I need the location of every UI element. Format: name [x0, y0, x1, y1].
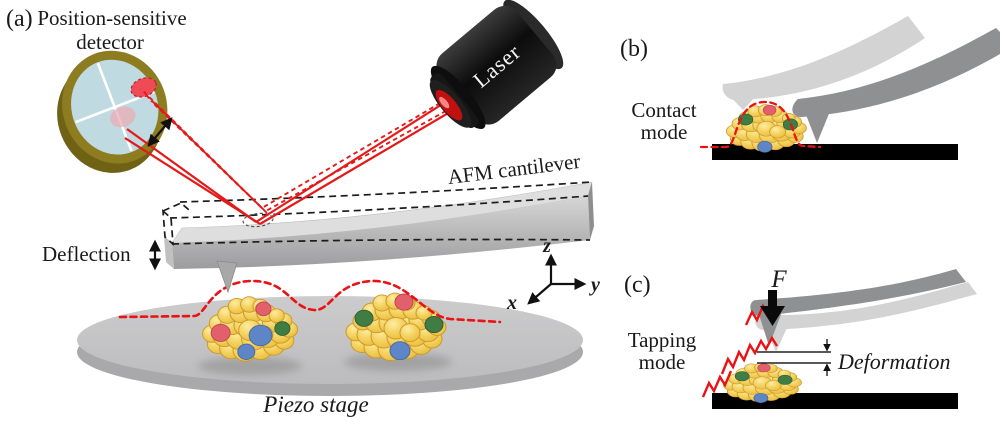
scan-profile-trace [118, 279, 502, 324]
cell-spheroid-1 [202, 296, 299, 362]
cell-shadow-2 [344, 353, 452, 371]
stage-label: Piezo stage [262, 392, 368, 417]
deflection-label: Deflection [42, 242, 131, 266]
detector-label-line2: detector [76, 30, 144, 54]
afm-tip [216, 260, 238, 294]
force-label: F [770, 266, 787, 293]
deformation-gauge [757, 339, 831, 376]
laser-diode: Laser [429, 0, 564, 130]
panel-c-tag: (c) [624, 272, 651, 298]
force-arrow [760, 290, 785, 326]
cell-spheroid-c [723, 362, 802, 403]
contact-mode-line2: mode [641, 120, 688, 144]
panel-b: (b) Contact mode [620, 16, 1000, 160]
laser-beams [124, 88, 454, 225]
axis-z-label: z [542, 235, 551, 257]
contact-mode-line1: Contact [631, 98, 696, 122]
beam-reflection-spot [242, 212, 274, 228]
afm-cantilever [164, 181, 594, 269]
cantilever-label: AFM cantilever [446, 149, 581, 189]
detector-label-line1: Position-sensitive [37, 6, 186, 30]
panel-b-tag: (b) [620, 36, 648, 62]
axis-x-label: x [506, 292, 517, 314]
contact-profile-trace [699, 100, 822, 149]
tapping-mode-line2: mode [639, 350, 686, 374]
panel-c: (c) Tapping mode F Deformation [624, 266, 977, 409]
contact-cantilever-scanning [722, 16, 925, 110]
deformation-label: Deformation [837, 349, 950, 374]
cell-shadow-1 [198, 357, 302, 375]
tapping-mode-line1: Tapping [628, 328, 697, 352]
cell-spheroid-2 [345, 292, 447, 362]
spot-zero-position [110, 106, 136, 128]
panel-a-tag: (a) [6, 6, 33, 32]
coordinate-axes: z y x [506, 235, 600, 314]
contact-cantilever-right [792, 28, 1000, 143]
spot-displacement-arrow [147, 117, 173, 147]
cantilever-rest-outline [161, 181, 593, 247]
axis-y-label: y [589, 274, 600, 296]
